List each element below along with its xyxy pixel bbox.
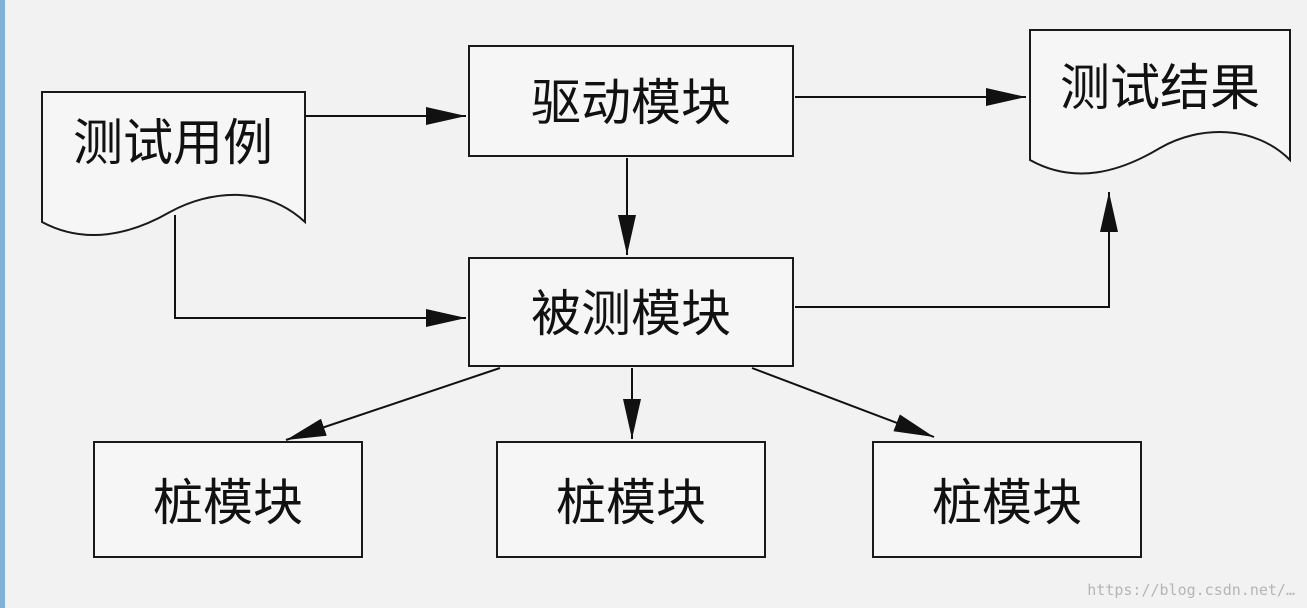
driver-module-label: 驱动模块 — [531, 74, 731, 132]
window-left-edge — [0, 0, 5, 608]
module-under-test-box: 被测模块 — [468, 257, 794, 367]
driver-module-box: 驱动模块 — [468, 45, 794, 157]
test-results-document: 测试结果 — [1029, 29, 1291, 175]
stub-module-right-label: 桩模块 — [932, 474, 1082, 532]
arrow-testcases-to-module-under-test — [174, 215, 466, 327]
stub-module-left-label: 桩模块 — [153, 474, 303, 532]
arrow-module-under-test-to-results — [795, 192, 1118, 308]
stub-module-center-box: 桩模块 — [496, 441, 766, 558]
arrow-to-stub-left — [285, 367, 501, 441]
watermark-text: https://blog.csdn.net/… — [1087, 581, 1295, 599]
test-cases-label: 测试用例 — [73, 114, 273, 172]
stub-module-center-label: 桩模块 — [556, 474, 706, 532]
test-cases-document: 测试用例 — [41, 91, 306, 237]
arrow-to-stub-right — [751, 367, 935, 438]
test-results-label: 测试结果 — [1060, 59, 1260, 117]
stub-module-left-box: 桩模块 — [93, 441, 363, 558]
stub-module-right-box: 桩模块 — [872, 441, 1142, 558]
module-under-test-label: 被测模块 — [531, 285, 731, 343]
